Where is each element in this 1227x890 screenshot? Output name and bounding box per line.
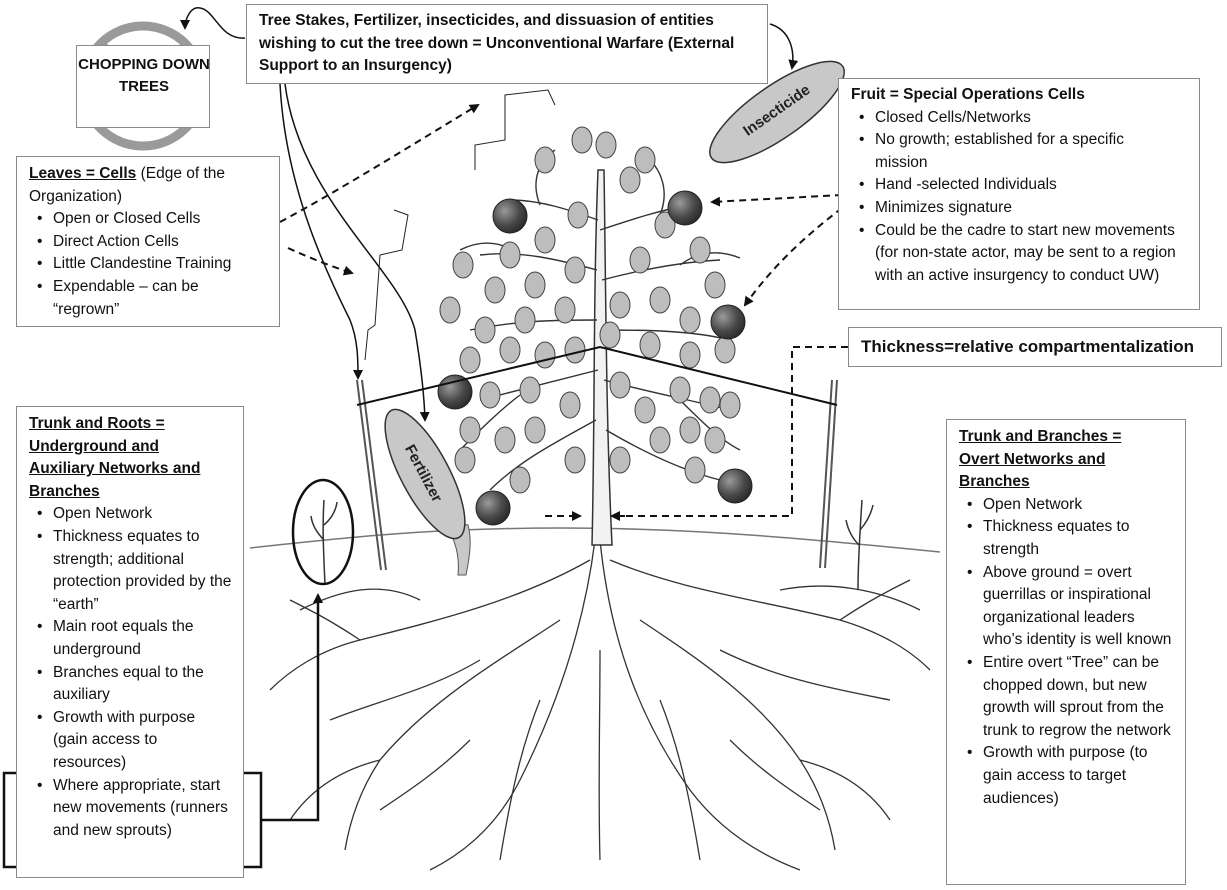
list-item: Expendable – can be “regrown” xyxy=(29,276,269,321)
list-item: Above ground = overt guerrillas or inspi… xyxy=(959,562,1175,652)
list-item: Minimizes signature xyxy=(851,197,1187,220)
fruit-list: Closed Cells/Networks No growth; establi… xyxy=(851,107,1187,288)
list-item: Thickness equates to strength; additiona… xyxy=(29,526,233,616)
sprout-arrow xyxy=(262,595,318,820)
trunk-branches-list: Open Network Thickness equates to streng… xyxy=(959,494,1175,810)
left-tree-stake xyxy=(357,380,386,570)
trunk-roots-list: Open Network Thickness equates to streng… xyxy=(29,503,233,842)
list-item: No growth; established for a specific mi… xyxy=(851,129,1187,174)
list-item: Thickness equates to strength xyxy=(959,516,1175,561)
list-item: Closed Cells/Networks xyxy=(851,107,1187,130)
trunk-roots-title: Trunk and Roots = Underground and Auxili… xyxy=(29,413,233,503)
list-item: Open Network xyxy=(29,503,233,526)
leaves-title: Leaves = Cells xyxy=(29,165,136,182)
arrow-top-to-left-stake xyxy=(280,84,358,378)
list-item: Open or Closed Cells xyxy=(29,208,269,231)
list-item: Direct Action Cells xyxy=(29,231,269,254)
thickness-text: Thickness=relative compartmentalization xyxy=(861,336,1209,358)
trunk-roots-box: Trunk and Roots = Underground and Auxili… xyxy=(16,406,244,878)
right-tree-stake xyxy=(820,380,837,568)
fruit-box: Fruit = Special Operations Cells Closed … xyxy=(838,78,1200,310)
list-item: Hand -selected Individuals xyxy=(851,174,1187,197)
list-item: Entire overt “Tree” can be chopped down,… xyxy=(959,652,1175,742)
list-item: Open Network xyxy=(959,494,1175,517)
dashed-arrow-fruit-1 xyxy=(712,195,842,202)
list-item: Growth with purpose (gain access to reso… xyxy=(29,707,233,775)
chopping-label: CHOPPING DOWN TREES xyxy=(77,54,211,98)
chopping-box: CHOPPING DOWN TREES xyxy=(76,45,210,128)
dashed-arrow-leaves-mid xyxy=(288,248,352,273)
left-sprout xyxy=(311,500,337,585)
roots xyxy=(270,540,930,870)
list-item: Growth with purpose (to gain access to t… xyxy=(959,742,1175,810)
fruit-title: Fruit = Special Operations Cells xyxy=(851,84,1187,107)
thickness-box: Thickness=relative compartmentalization xyxy=(848,327,1222,367)
leaves-list: Open or Closed Cells Direct Action Cells… xyxy=(29,208,269,321)
arrow-top-to-insecticide xyxy=(770,24,793,68)
trunk-branches-box: Trunk and Branches = Overt Networks and … xyxy=(946,419,1186,885)
list-item: Could be the cadre to start new movement… xyxy=(851,220,1187,288)
list-item: Little Clandestine Training xyxy=(29,253,269,276)
dashed-arrow-fruit-2 xyxy=(745,208,842,305)
list-item: Where appropriate, start new movements (… xyxy=(29,775,233,843)
unconventional-warfare-text: Tree Stakes, Fertilizer, insecticides, a… xyxy=(259,10,755,78)
arrow-top-to-fertilizer xyxy=(285,84,425,420)
leaves-box: Leaves = Cells (Edge of the Organization… xyxy=(16,156,280,327)
leaves-heading: Leaves = Cells (Edge of the Organization… xyxy=(29,163,269,208)
trunk-branches-title: Trunk and Branches = Overt Networks and … xyxy=(959,426,1175,494)
unconventional-warfare-box: Tree Stakes, Fertilizer, insecticides, a… xyxy=(246,4,768,84)
arrow-top-to-chopping xyxy=(185,8,245,38)
bracket-left xyxy=(365,210,408,360)
tree-leaves xyxy=(440,127,740,493)
list-item: Main root equals the underground xyxy=(29,616,233,661)
list-item: Branches equal to the auxiliary xyxy=(29,662,233,707)
tree-trunk xyxy=(592,170,612,545)
